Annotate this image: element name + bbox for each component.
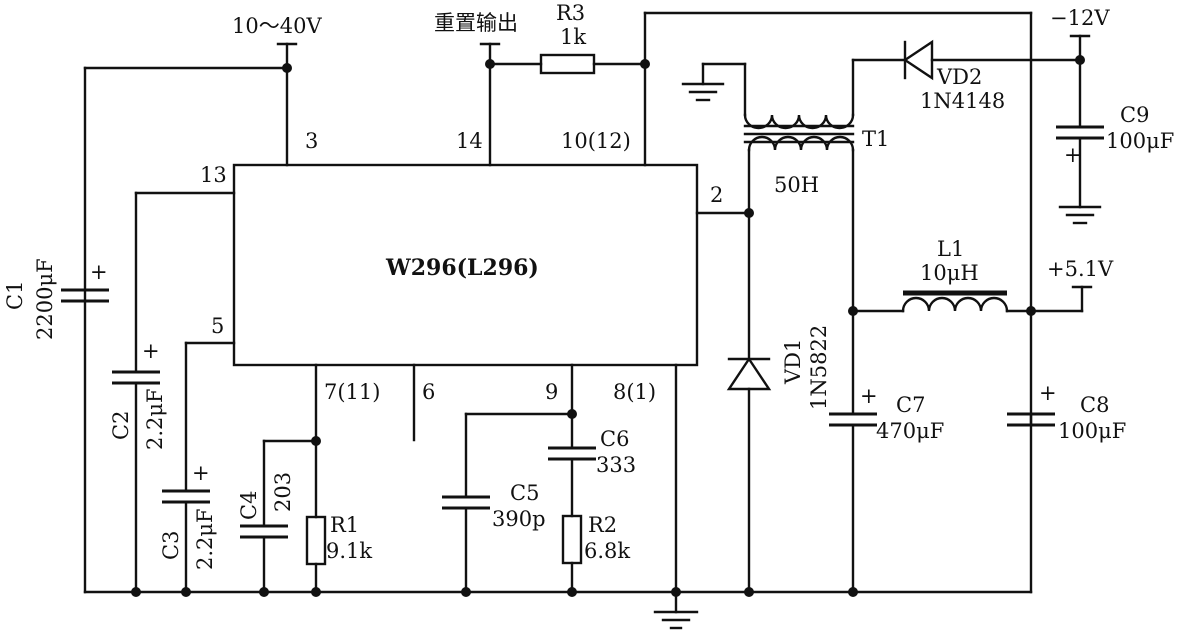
- capacitor-c5: [442, 495, 490, 510]
- pin-9: 9: [545, 380, 558, 404]
- resistor-r1: [305, 515, 327, 566]
- label-vd1-ref: VD1: [781, 339, 805, 385]
- pin-10: 10(12): [561, 129, 631, 153]
- label-t1-value: 50H: [774, 173, 819, 197]
- ground-symbol-main: [653, 610, 699, 630]
- label-vd2-ref: VD2: [936, 65, 982, 89]
- label-c1-ref: C1: [3, 281, 27, 310]
- capacitor-c8: +: [1007, 381, 1057, 427]
- label-r3-ref: R3: [556, 1, 585, 25]
- pin-3: 3: [305, 129, 318, 153]
- capacitor-c9: +: [1056, 125, 1104, 167]
- label-c6-value: 333: [596, 453, 636, 477]
- label-c5-ref: C5: [510, 481, 539, 505]
- label-c8-ref: C8: [1080, 393, 1109, 417]
- pin-13: 13: [200, 163, 227, 187]
- resistor-r3: [539, 53, 596, 75]
- label-c3-value: 2.2μF: [193, 508, 217, 570]
- label-c9-ref: C9: [1120, 103, 1149, 127]
- capacitor-c4: [240, 524, 288, 539]
- label-t1-ref: T1: [862, 127, 889, 151]
- svg-text:+: +: [1039, 381, 1057, 405]
- label-c4-ref: C4: [237, 491, 261, 520]
- ground-symbol-c9: [1058, 205, 1102, 225]
- resistor-r2: [561, 514, 583, 565]
- label-c7-ref: C7: [896, 393, 925, 417]
- pin-8: 8(1): [613, 380, 656, 404]
- svg-text:+: +: [90, 260, 108, 284]
- inductor-l1: [901, 290, 1009, 313]
- label-c2-value: 2.2μF: [143, 388, 167, 450]
- svg-text:+: +: [142, 339, 160, 363]
- diode-vd1: [726, 356, 772, 391]
- ic-label: W296(L296): [385, 255, 539, 281]
- label-input-voltage: 10～40V: [232, 14, 322, 38]
- label-vd2-value: 1N4148: [920, 89, 1005, 113]
- label-r2-ref: R2: [588, 513, 617, 537]
- label-vd1-value: 1N5822: [807, 325, 831, 410]
- diode-vd2: [902, 39, 934, 81]
- label-r1-ref: R1: [330, 513, 359, 537]
- label-c2-ref: C2: [109, 411, 133, 440]
- label-c4-value: 203: [271, 472, 295, 512]
- label-c7-value: 470μF: [876, 419, 944, 443]
- label-c3-ref: C3: [159, 531, 183, 560]
- capacitor-c6: [548, 446, 596, 461]
- label-r1-value: 9.1k: [326, 539, 372, 563]
- capacitor-c2: +: [112, 339, 160, 385]
- svg-text:+: +: [1064, 143, 1082, 167]
- label-r3-value: 1k: [560, 25, 586, 49]
- ground-symbol-t1: [681, 82, 725, 102]
- label-pos5v: +5.1V: [1047, 257, 1114, 281]
- label-c6-ref: C6: [600, 427, 629, 451]
- pin-7: 7(11): [324, 380, 380, 404]
- label-c8-value: 100μF: [1058, 419, 1126, 443]
- label-l1-ref: L1: [937, 237, 964, 261]
- pin-14: 14: [456, 129, 483, 153]
- svg-text:+: +: [192, 461, 210, 485]
- label-c9-value: 100μF: [1106, 129, 1174, 153]
- junctions: [131, 55, 1085, 597]
- label-c5-value: 390p: [492, 507, 546, 531]
- capacitor-c7: +: [829, 384, 878, 427]
- label-r2-value: 6.8k: [584, 539, 630, 563]
- wires: [83, 11, 1093, 614]
- label-l1-value: 10μH: [920, 261, 979, 285]
- capacitor-c3: +: [162, 461, 210, 504]
- label-c1-value: 2200μF: [33, 258, 57, 340]
- ic-body: [232, 163, 699, 367]
- capacitor-c1: +: [61, 260, 109, 303]
- transformer-t1: [743, 113, 855, 152]
- pin-5: 5: [211, 314, 224, 338]
- svg-text:+: +: [860, 384, 878, 408]
- pin-2: 2: [710, 183, 723, 207]
- pin-6: 6: [422, 380, 435, 404]
- label-reset-output: 重置输出: [434, 11, 518, 35]
- label-neg12v: −12V: [1050, 6, 1110, 30]
